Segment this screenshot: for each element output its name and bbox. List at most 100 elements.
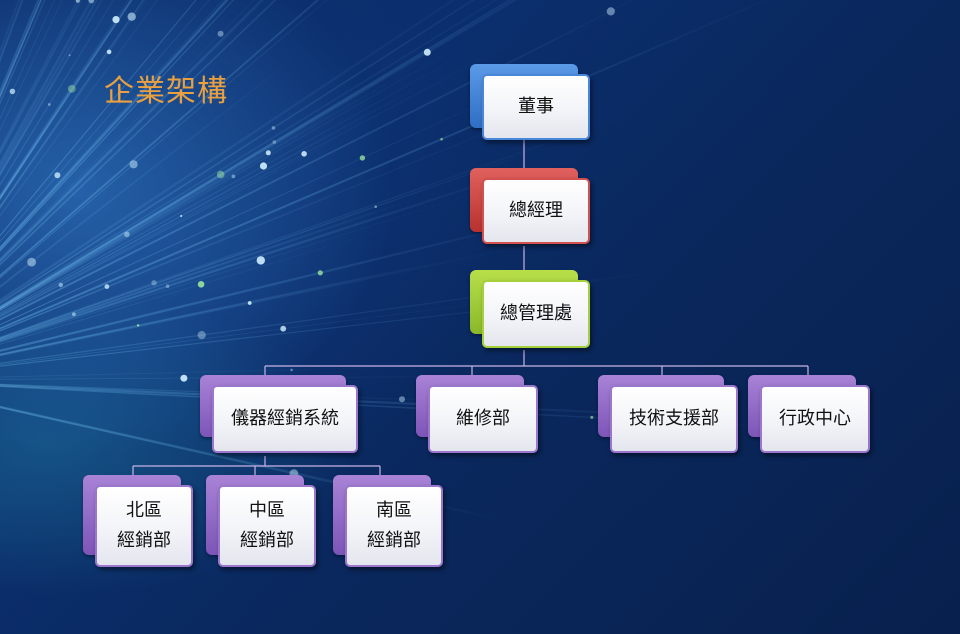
light-ray [0,172,541,343]
light-dot [265,150,271,156]
light-dot [399,396,405,403]
node-instrument-sales-label: 儀器經銷系統 [212,385,358,453]
light-dot [165,284,170,289]
light-dot [359,155,366,161]
light-ray [0,0,40,95]
light-dot [54,172,61,179]
light-ray [0,82,526,326]
light-ray [0,0,144,208]
light-dot [47,103,51,106]
light-ray [0,0,255,259]
light-dot [75,0,80,3]
light-ray [0,0,83,155]
light-dot [197,281,205,288]
light-dot [9,88,16,95]
light-ray [0,0,99,172]
light-ray [0,0,456,302]
light-ray [0,35,498,314]
light-dot [58,282,63,288]
light-ray [0,0,328,279]
light-dot [374,205,378,208]
light-dot [106,49,112,55]
light-dot [112,16,120,24]
light-dot [317,270,323,276]
light-dot [27,257,36,267]
light-ray [0,184,354,332]
light-ray [0,0,475,305]
light-ray [0,0,115,186]
light-ray [0,0,42,98]
light-ray [0,246,515,357]
light-dot [127,12,136,21]
light-ray [0,0,159,217]
page-title: 企業架構 [104,74,228,109]
light-ray [0,222,407,345]
light-ray [0,80,430,316]
light-dot [440,137,443,141]
light-rays [0,0,856,525]
light-dot [301,151,307,157]
light-ray [0,0,210,243]
light-dot [197,331,206,340]
light-ray [0,0,513,310]
light-ray [0,0,55,120]
light-dot [606,7,615,16]
light-ray [0,161,547,343]
light-ray [0,0,80,153]
light-dot [423,48,431,56]
light-ray [0,63,421,312]
light-ray [0,195,422,341]
light-ray [0,383,469,403]
light-ray [0,296,535,366]
light-dot [68,54,71,57]
light-dot [180,374,188,382]
node-central-line1: 中區 [249,500,285,521]
light-dot [280,325,287,332]
light-dot [67,84,76,93]
node-admin-office-label: 總管理處 [482,280,590,348]
light-dot [151,280,157,286]
node-north-line2: 經銷部 [117,530,171,551]
light-ray [0,0,197,237]
light-dot [88,0,95,4]
light-ray [0,0,235,252]
node-tech-support-label: 技術支援部 [610,385,738,453]
light-dot [590,415,594,419]
light-ray [0,0,277,266]
light-dot [124,231,130,238]
light-dot [180,214,183,218]
light-dot [290,368,293,372]
light-ray [0,0,320,278]
light-ray [0,0,131,200]
node-north-sales-label: 北區 經銷部 [95,485,193,567]
node-admin-center-label: 行政中心 [760,385,870,453]
light-dot [272,140,277,144]
light-ray [0,0,498,307]
light-dot [136,324,140,327]
node-central-sales-label: 中區 經銷部 [218,485,316,567]
light-ray [0,0,146,209]
light-ray [0,406,369,492]
node-south-sales-label: 南區 經銷部 [345,485,443,567]
node-general-manager-label: 總經理 [482,178,590,244]
light-ray [0,0,103,177]
light-ray [0,0,94,168]
light-dot [72,312,76,317]
light-ray [0,0,133,201]
light-dot [217,30,224,37]
light-ray [0,0,224,248]
light-dot [231,174,236,179]
node-north-line1: 北區 [126,500,162,521]
node-south-line1: 南區 [376,500,412,521]
light-dots [9,0,615,492]
light-ray [0,0,63,132]
light-ray [0,44,312,288]
light-ray [0,0,769,330]
light-ray [0,0,46,106]
light-dot [216,170,225,179]
light-dot [104,284,110,289]
light-ray [0,0,264,263]
light-ray [0,101,663,339]
